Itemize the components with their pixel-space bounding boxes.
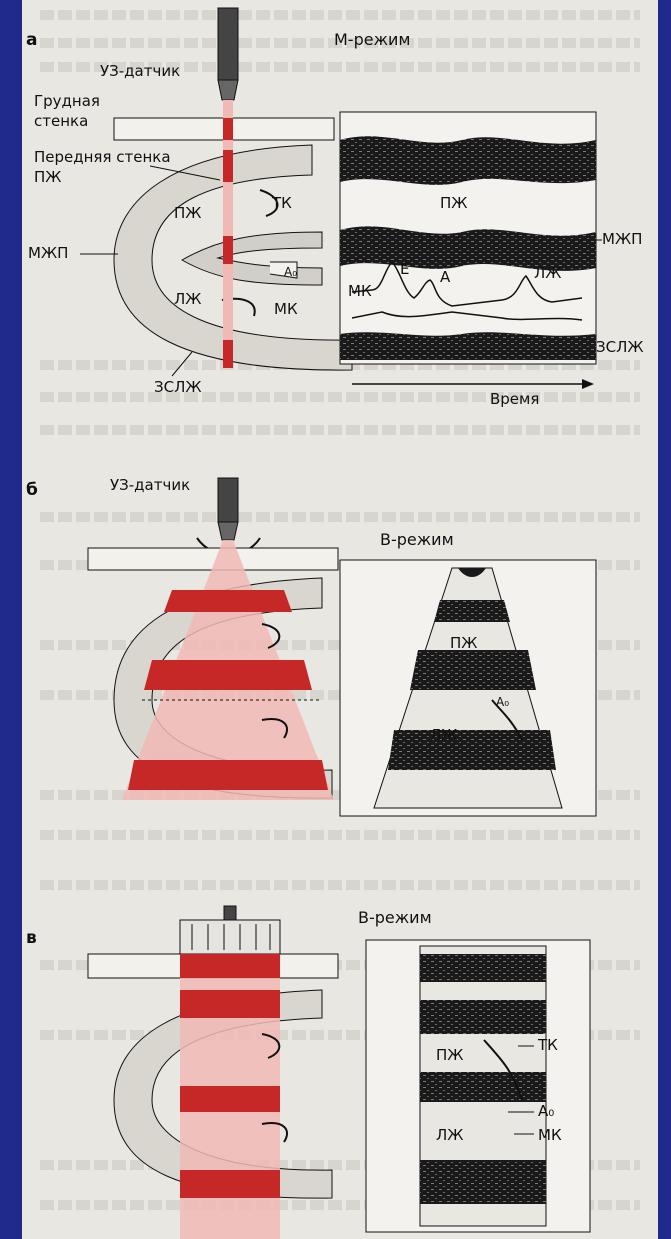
- panel-c-mode-title: В-режим: [358, 910, 432, 926]
- probe-label: УЗ-датчик: [100, 64, 180, 79]
- ivs-label: МЖП: [28, 246, 68, 261]
- ultrasound-probe-icon: [218, 8, 238, 100]
- mmode-lvpw-label: ЗСЛЖ: [596, 340, 644, 355]
- panel-b-mode-title: В-режим: [380, 532, 454, 548]
- chest-wall-label-line1: Грудная: [34, 94, 100, 109]
- panel-b-rv-label: ПЖ: [450, 636, 477, 651]
- mmode-rv-label: ПЖ: [440, 196, 467, 211]
- ultrasound-probe-icon: [218, 478, 238, 540]
- panel-b-probe-label: УЗ-датчик: [110, 478, 190, 493]
- echo-diagram-svg: [22, 0, 658, 1239]
- panel-c-lv-label: ЛЖ: [436, 1128, 463, 1143]
- panel-b-aortic-valve-label: A₀: [496, 696, 509, 708]
- panel-c-letter: в: [26, 928, 37, 948]
- tricuspid-valve-label: ТК: [272, 196, 292, 211]
- panel-c-aortic-valve-label: A₀: [538, 1104, 554, 1119]
- lvpw-label: ЗСЛЖ: [154, 380, 202, 395]
- rv-label: ПЖ: [174, 206, 201, 221]
- chest-wall-label-line2: стенка: [34, 114, 88, 129]
- rv-front-wall-label-line2: ПЖ: [34, 170, 61, 185]
- panel-b-lv-label: ЛЖ: [430, 728, 457, 743]
- ivs-shape: [182, 232, 322, 285]
- mmode-a-wave-label: А: [440, 270, 450, 285]
- panel-c-heart-sketch: [88, 906, 338, 1239]
- rv-front-wall-label-line1: Передняя стенка: [34, 150, 171, 165]
- ultrasound-probe-icon: [180, 906, 280, 954]
- time-axis-label: Время: [490, 392, 539, 407]
- mmode-ivs-label: МЖП: [602, 232, 642, 247]
- panel-b-heart-sketch: [88, 478, 338, 800]
- lv-label: ЛЖ: [174, 292, 201, 307]
- mmode-mv-label: МК: [348, 284, 372, 299]
- panel-b-letter: б: [26, 480, 38, 500]
- panel-b-bmode-image: [340, 560, 596, 816]
- panel-a-mmode-trace: [340, 112, 602, 389]
- mmode-e-wave-label: Е: [400, 262, 409, 277]
- ultrasound-beam: [223, 100, 233, 368]
- mmode-lv-label: ЛЖ: [534, 266, 561, 281]
- panel-a-letter: а: [26, 30, 37, 50]
- panel-c-tricuspid-valve-label: ТК: [538, 1038, 558, 1053]
- panel-c-rv-label: ПЖ: [436, 1048, 463, 1063]
- mmode-lvpw-band: [340, 332, 596, 360]
- figure-page: а М-режим УЗ-датчик Грудная стенка Перед…: [22, 0, 658, 1239]
- panel-a-mode-title: М-режим: [334, 32, 410, 48]
- panel-c-mitral-valve-label: МК: [538, 1128, 562, 1143]
- panel-c-bmode-image: [366, 940, 590, 1232]
- aortic-valve-label: A₀: [284, 266, 297, 278]
- mitral-valve-label: МК: [274, 302, 298, 317]
